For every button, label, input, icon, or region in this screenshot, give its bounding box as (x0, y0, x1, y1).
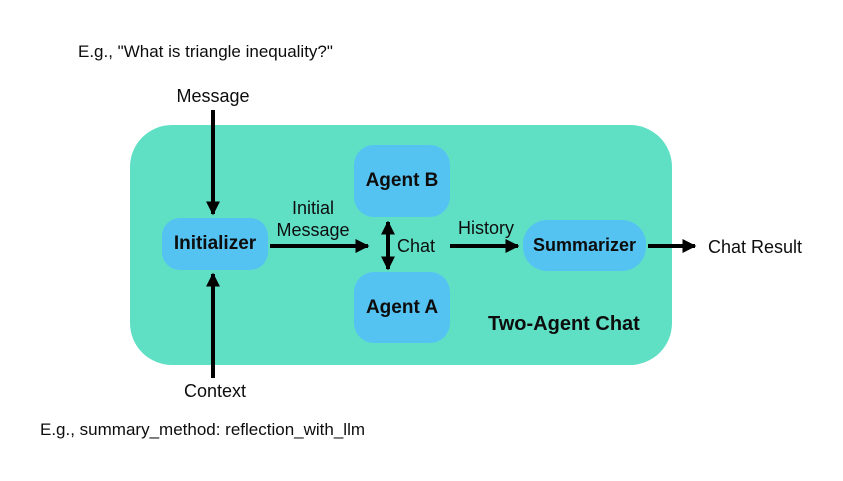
summarizer-node: Summarizer (523, 220, 646, 271)
context-input-label: Context (183, 381, 247, 401)
top-example-annotation: E.g., "What is triangle inequality?" (78, 42, 333, 61)
chat-result-output-label: Chat Result (708, 237, 803, 257)
container-title: Two-Agent Chat (488, 313, 640, 335)
message-input-label: Message (176, 86, 250, 106)
agent-b-node: Agent B (354, 145, 450, 217)
agent-a-node: Agent A (354, 272, 450, 343)
history-edge-label: History (457, 218, 515, 238)
initial-message-edge-label: Initial Message (276, 198, 350, 240)
initializer-node: Initializer (162, 218, 268, 270)
bottom-example-annotation: E.g., summary_method: reflection_with_ll… (40, 420, 366, 439)
chat-edge-label: Chat (397, 236, 436, 256)
